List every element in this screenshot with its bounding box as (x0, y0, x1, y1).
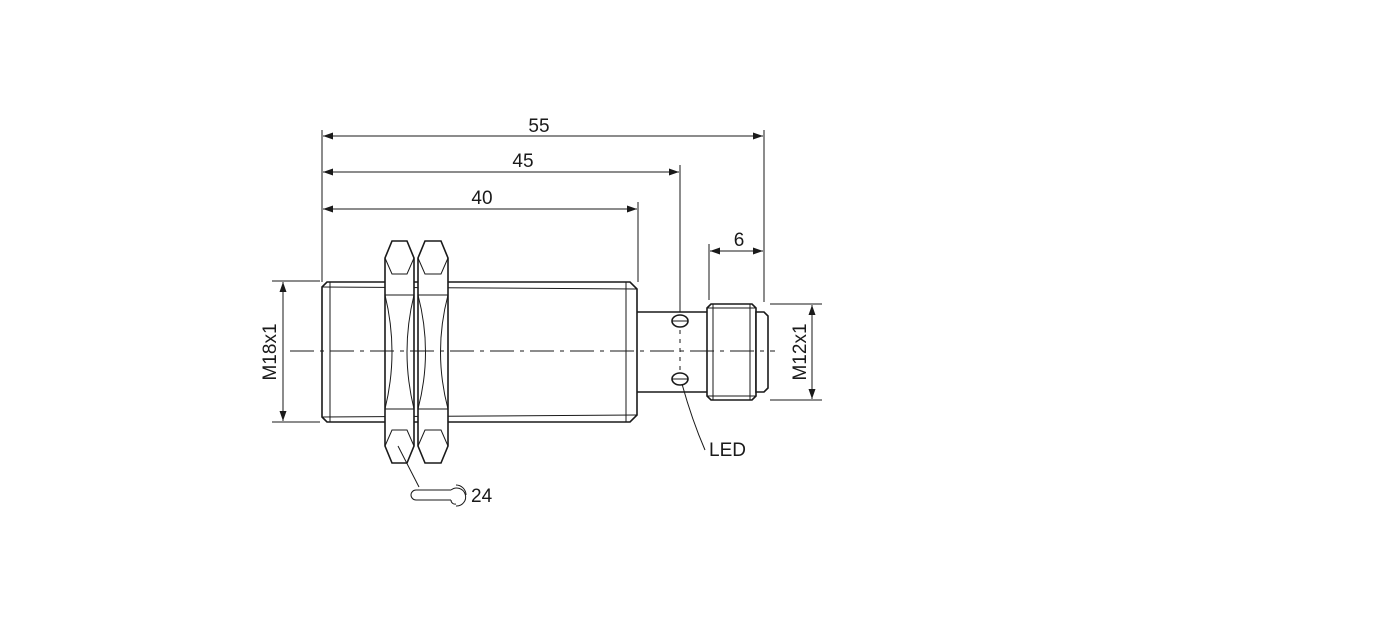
extension-lines (272, 130, 822, 423)
lock-nut-rear (417, 240, 449, 464)
connector-m12 (706, 303, 769, 401)
led-label: LED (709, 440, 746, 461)
dimension-connector-diameter: M12x1 (790, 305, 816, 399)
dimension-label-6: 6 (734, 230, 745, 251)
dimension-length-to-led: 45 (323, 151, 679, 176)
dimension-housing-diameter: M18x1 (260, 282, 287, 421)
dimension-thread-length: 40 (323, 188, 637, 213)
thread-label-m12: M12x1 (790, 323, 811, 380)
wrench-icon (410, 484, 467, 507)
dimension-connector-length: 6 (710, 230, 763, 255)
wrench-callout: 24 (397, 445, 493, 507)
dimension-label-45: 45 (512, 151, 533, 172)
wrench-size-label: 24 (471, 486, 493, 507)
dimension-label-40: 40 (471, 188, 492, 209)
led-callout: LED (681, 383, 746, 461)
sensor-neck (637, 311, 707, 393)
thread-label-m18: M18x1 (260, 323, 281, 380)
dimension-label-55: 55 (528, 116, 549, 137)
led-indicators (671, 314, 689, 386)
lock-nut-front (384, 240, 415, 464)
dimension-overall-length: 55 (323, 116, 763, 140)
sensor-housing (321, 281, 638, 423)
